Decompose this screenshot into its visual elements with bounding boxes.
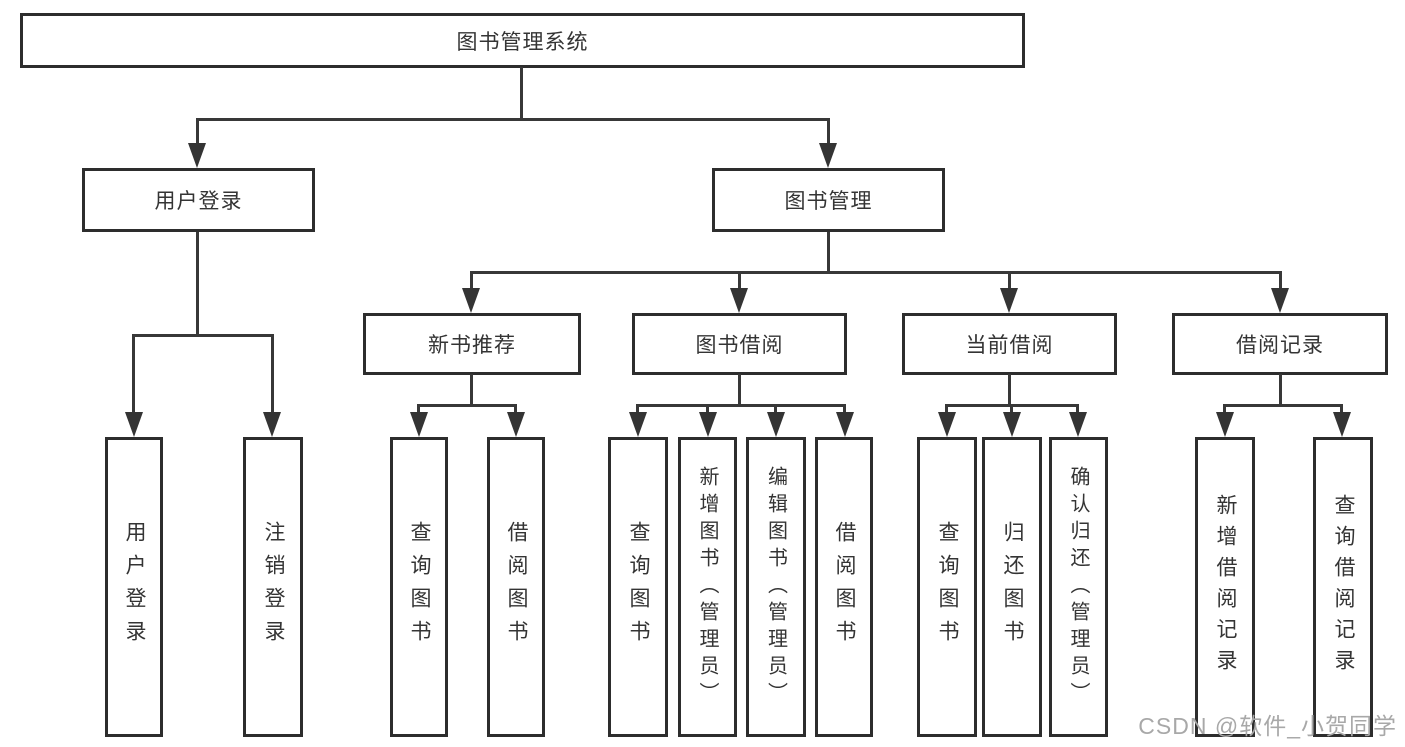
connector-line xyxy=(1279,374,1282,407)
connector-line xyxy=(132,334,135,414)
connector-line xyxy=(1076,404,1079,416)
leaf-borrow-book-1: 借阅图书 xyxy=(487,437,545,737)
arrowhead-down-icon xyxy=(1333,412,1351,437)
connector-line xyxy=(1010,404,1013,416)
leaf-logout-label: 注销登录 xyxy=(262,521,285,653)
connector-line xyxy=(1223,404,1226,416)
arrowhead-down-icon xyxy=(1216,412,1234,437)
connector-line xyxy=(706,404,709,416)
connector-line xyxy=(945,404,948,416)
node-new-book-rec-label: 新书推荐 xyxy=(428,334,516,357)
connector-line xyxy=(774,404,777,416)
arrowhead-down-icon xyxy=(819,143,837,168)
node-user-login-label: 用户登录 xyxy=(154,190,243,213)
node-root-label: 图书管理系统 xyxy=(456,30,589,54)
node-book-mgmt-label: 图书管理 xyxy=(784,190,873,213)
arrowhead-down-icon xyxy=(938,412,956,437)
node-borrow-records-label: 借阅记录 xyxy=(1236,334,1324,357)
connector-line xyxy=(1279,271,1282,291)
node-new-book-rec: 新书推荐 xyxy=(363,313,581,375)
csdn-watermark: CSDN @软件_小贺同学 xyxy=(1138,713,1397,739)
connector-line xyxy=(1340,404,1343,416)
arrowhead-down-icon xyxy=(1069,412,1087,437)
connector-line xyxy=(636,404,846,407)
leaf-return-book: 归还图书 xyxy=(982,437,1042,737)
leaf-return-book-label: 归还图书 xyxy=(1001,521,1024,653)
connector-line xyxy=(738,271,741,291)
leaf-query-book-3-label: 查询图书 xyxy=(936,521,959,653)
leaf-query-borrow-record-label: 查询借阅记录 xyxy=(1332,494,1355,680)
connector-line xyxy=(738,374,741,407)
arrowhead-down-icon xyxy=(263,412,281,437)
leaf-add-borrow-record: 新增借阅记录 xyxy=(1195,437,1255,737)
arrowhead-down-icon xyxy=(699,412,717,437)
connector-line xyxy=(1223,404,1343,407)
leaf-logout: 注销登录 xyxy=(243,437,303,737)
leaf-borrow-book-2-label: 借阅图书 xyxy=(833,521,856,653)
leaf-confirm-return-label: 确认归还（管理员） xyxy=(1067,465,1089,709)
arrowhead-down-icon xyxy=(1003,412,1021,437)
connector-line xyxy=(271,334,274,414)
node-book-borrow-label: 图书借阅 xyxy=(695,334,784,357)
connector-line xyxy=(1008,374,1011,407)
connector-line xyxy=(196,118,199,148)
connector-line xyxy=(470,271,473,291)
arrowhead-down-icon xyxy=(767,412,785,437)
leaf-confirm-return: 确认归还（管理员） xyxy=(1049,437,1108,737)
leaf-edit-book: 编辑图书（管理员） xyxy=(746,437,806,737)
leaf-query-book-2-label: 查询图书 xyxy=(627,521,650,653)
leaf-query-book-2: 查询图书 xyxy=(608,437,668,737)
arrowhead-down-icon xyxy=(410,412,428,437)
leaf-query-borrow-record: 查询借阅记录 xyxy=(1313,437,1373,737)
node-book-borrow: 图书借阅 xyxy=(632,313,847,375)
leaf-query-book-3: 查询图书 xyxy=(917,437,977,737)
arrowhead-down-icon xyxy=(507,412,525,437)
arrowhead-down-icon xyxy=(730,288,748,313)
node-root: 图书管理系统 xyxy=(20,13,1025,68)
connector-line xyxy=(196,232,199,336)
connector-line xyxy=(1008,271,1011,291)
leaf-add-book-label: 新增图书（管理员） xyxy=(696,465,718,709)
node-current-borrow-label: 当前借阅 xyxy=(965,334,1054,357)
leaf-add-borrow-record-label: 新增借阅记录 xyxy=(1214,494,1237,680)
connector-line xyxy=(417,404,420,416)
leaf-add-book: 新增图书（管理员） xyxy=(678,437,737,737)
node-borrow-records: 借阅记录 xyxy=(1172,313,1388,375)
node-user-login: 用户登录 xyxy=(82,168,315,232)
connector-line xyxy=(514,404,517,416)
connector-line xyxy=(827,232,830,274)
connector-line xyxy=(636,404,639,416)
connector-line xyxy=(196,118,830,121)
connector-line xyxy=(520,67,523,119)
connector-line xyxy=(827,118,830,148)
leaf-query-book-1: 查询图书 xyxy=(390,437,448,737)
leaf-user-login: 用户登录 xyxy=(105,437,163,737)
arrowhead-down-icon xyxy=(1271,288,1289,313)
arrowhead-down-icon xyxy=(836,412,854,437)
leaf-borrow-book-2: 借阅图书 xyxy=(815,437,873,737)
leaf-edit-book-label: 编辑图书（管理员） xyxy=(764,465,787,709)
arrowhead-down-icon xyxy=(188,143,206,168)
connector-line xyxy=(470,374,473,407)
arrowhead-down-icon xyxy=(125,412,143,437)
node-current-borrow: 当前借阅 xyxy=(902,313,1117,375)
leaf-borrow-book-1-label: 借阅图书 xyxy=(505,521,528,653)
arrowhead-down-icon xyxy=(462,288,480,313)
connector-line xyxy=(132,334,274,337)
connector-line xyxy=(843,404,846,416)
leaf-user-login-label: 用户登录 xyxy=(123,521,146,653)
connector-line xyxy=(417,404,517,407)
arrowhead-down-icon xyxy=(1000,288,1018,313)
node-book-mgmt: 图书管理 xyxy=(712,168,945,232)
connector-line xyxy=(470,271,1282,274)
leaf-query-book-1-label: 查询图书 xyxy=(408,521,431,653)
arrowhead-down-icon xyxy=(629,412,647,437)
